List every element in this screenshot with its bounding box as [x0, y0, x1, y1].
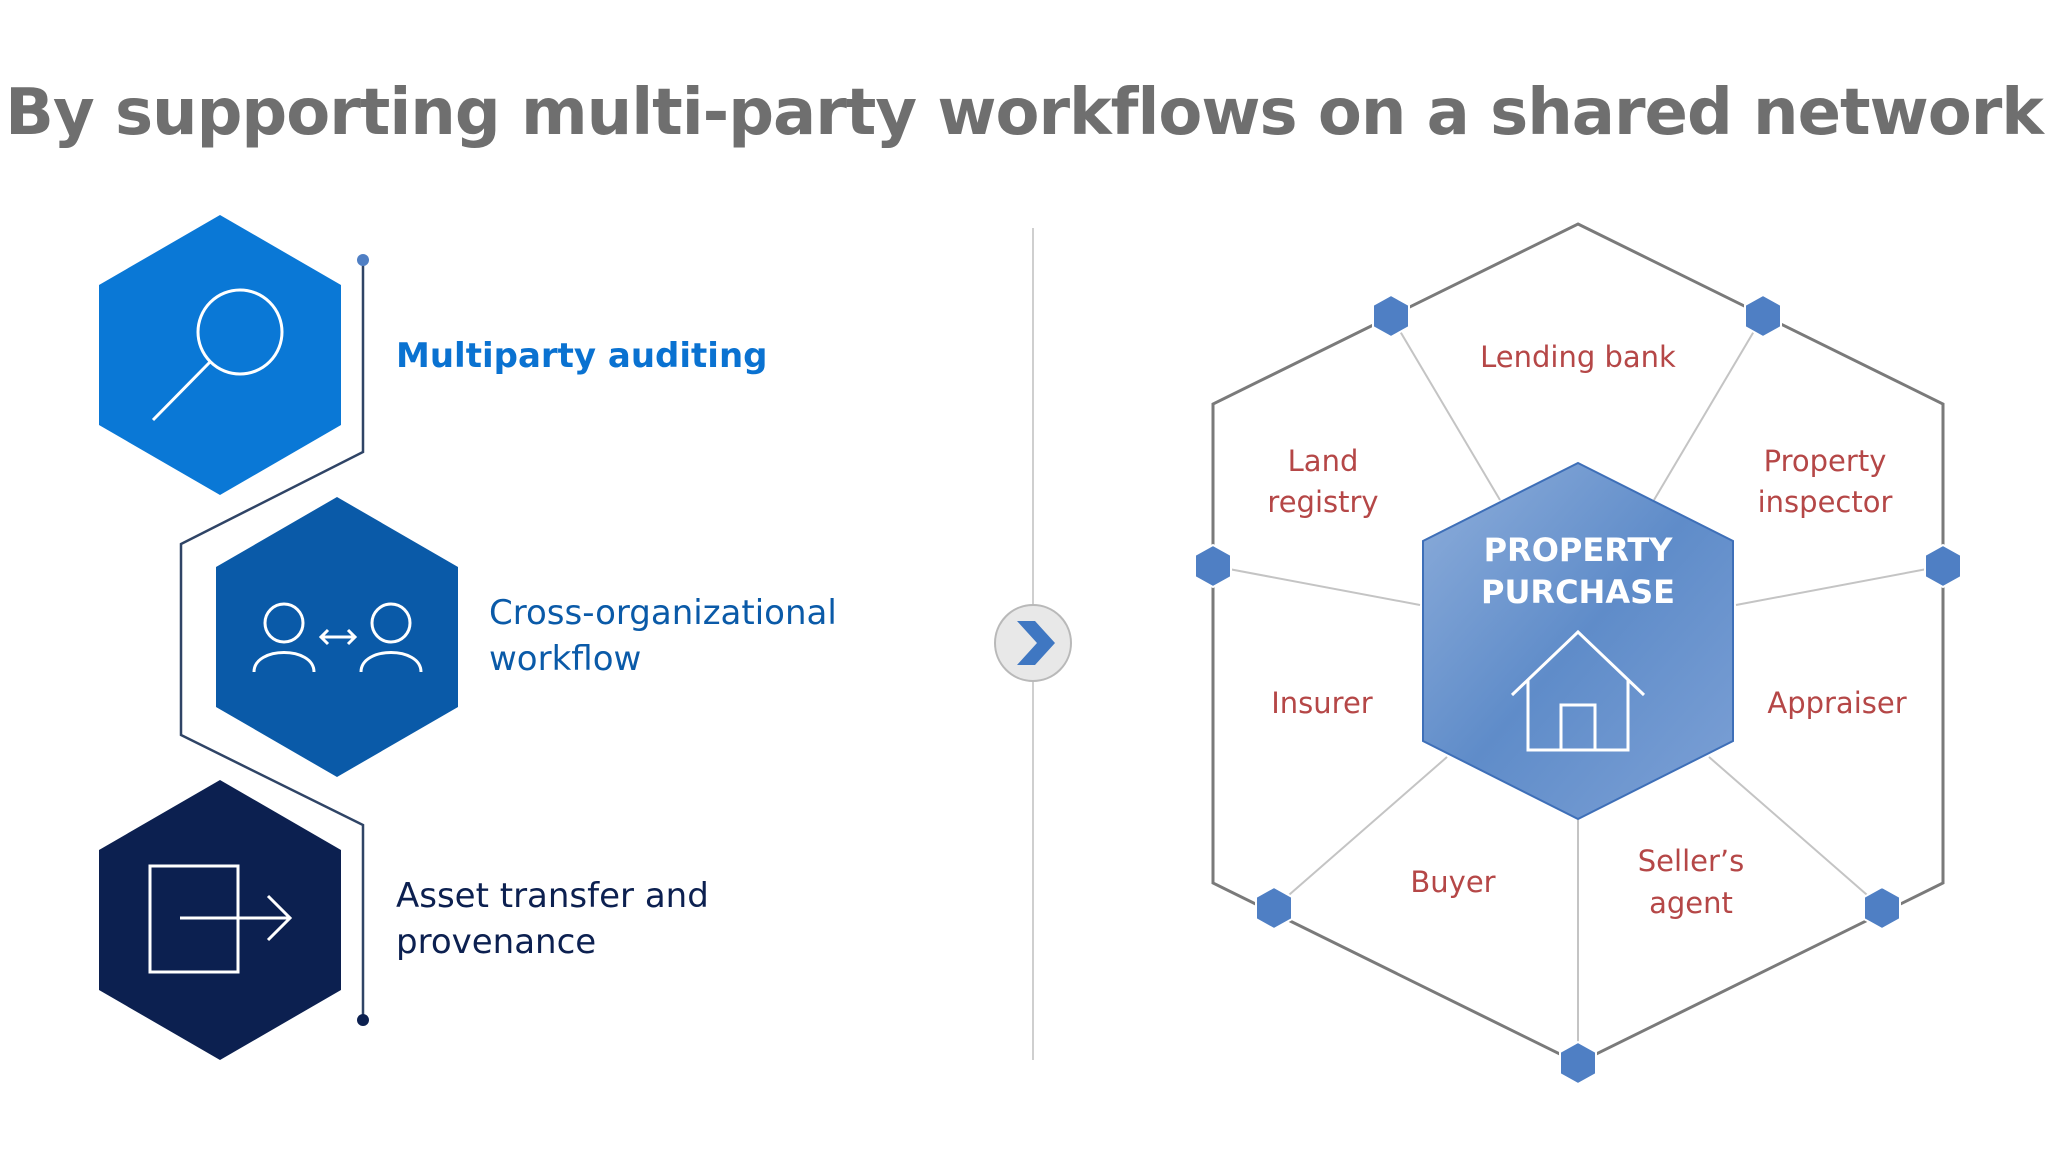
network-node [1559, 1040, 1597, 1086]
center-hexagon-property-purchase: PROPERTY PURCHASE [1422, 461, 1734, 821]
role-label-appraiser: Appraiser [1767, 686, 1906, 720]
role-label-buyer: Buyer [1410, 865, 1495, 899]
next-button[interactable] [994, 604, 1072, 682]
network-node [1372, 293, 1410, 339]
feature-label-asset-line2: provenance [396, 922, 596, 962]
role-label-sellers-agent-line1: Seller’s [1638, 844, 1744, 878]
feature-label-cross-org-line2: workflow [489, 639, 641, 679]
role-label-sellers-agent-line2: agent [1649, 886, 1733, 920]
role-label-land-registry-line1: Land [1288, 444, 1359, 478]
feature-label-cross-org-line1: Cross-organizational [489, 593, 837, 633]
feature-hexagon-cross-org [216, 497, 458, 777]
role-label-lending-bank: Lending bank [1480, 340, 1676, 374]
role-label-land-registry-line2: registry [1267, 485, 1378, 519]
center-label-line2: PURCHASE [1481, 573, 1675, 611]
network-node [1863, 885, 1901, 931]
people-exchange-icon [252, 602, 423, 673]
role-label-insurer: Insurer [1271, 686, 1373, 720]
role-label-property-inspector-line1: Property [1764, 444, 1887, 478]
center-label-line1: PROPERTY [1484, 531, 1674, 569]
network-spokes [1212, 315, 1944, 1063]
chevron-right-icon [1017, 621, 1055, 665]
feature-connector-line [179, 254, 369, 1026]
magnifier-icon [151, 288, 284, 422]
network-node [1924, 543, 1962, 589]
feature-label-asset-line1: Asset transfer and [396, 876, 709, 916]
network-node [1744, 293, 1782, 339]
network-node [1194, 543, 1232, 589]
feature-hexagon-auditing [99, 215, 341, 495]
house-icon [1510, 629, 1646, 752]
feature-label-auditing: Multiparty auditing [396, 336, 768, 376]
transfer-arrow-icon [148, 864, 293, 974]
feature-hexagon-asset-transfer [99, 780, 341, 1060]
network-node [1255, 885, 1293, 931]
slide-title: By supporting multi-party workflows on a… [5, 76, 2044, 150]
role-label-property-inspector-line2: inspector [1758, 485, 1893, 519]
